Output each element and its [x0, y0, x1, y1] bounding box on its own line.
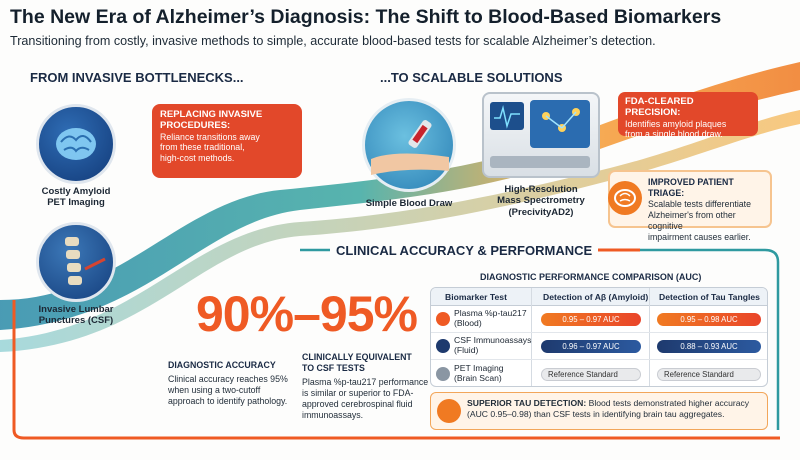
patient-triage-callout: IMPROVED PATIENT TRIAGE: Scalable tests … [608, 170, 772, 242]
table-title: DIAGNOSTIC PERFORMANCE COMPARISON (AUC) [480, 272, 702, 282]
auc-comparison-table: Biomarker Test Detection of Aβ (Amyloid)… [430, 287, 768, 387]
blood-drop-icon [436, 312, 450, 326]
lumbar-caption: Invasive Lumbar Punctures (CSF) [38, 304, 114, 327]
table-row: CSF Immunoassays (Fluid) 0.96 – 0.97 AUC… [431, 333, 767, 360]
lumbar-puncture-illustration [36, 222, 116, 302]
fda-precision-callout: FDA-CLEARED PRECISION: Identifies amyloi… [618, 92, 758, 139]
pet-caption: Costly Amyloid PET Imaging [41, 186, 111, 209]
brain-network-icon [608, 181, 642, 215]
diagnostic-accuracy-block: DIAGNOSTIC ACCURACY Clinical accuracy re… [168, 360, 288, 406]
page-title: The New Era of Alzheimer’s Diagnosis: Th… [10, 6, 722, 28]
tau-auc-pill: 0.95 – 0.98 AUC [657, 313, 761, 326]
mass-spectrometer-illustration [482, 92, 600, 178]
table-header-row [431, 288, 767, 306]
amyloid-reference-pill: Reference Standard [541, 368, 641, 381]
table-row: Plasma %p-tau217 (Blood) 0.95 – 0.97 AUC… [431, 306, 767, 333]
brain-icon [56, 128, 96, 160]
blood-draw-illustration [362, 98, 456, 192]
amyloid-auc-pill: 0.95 – 0.97 AUC [541, 313, 641, 326]
brain-scan-icon [436, 367, 450, 381]
clinically-equivalent-block: CLINICALLY EQUIVALENT TO CSF TESTS Plasm… [302, 352, 429, 420]
clinical-section-heading: CLINICAL ACCURACY & PERFORMANCE [330, 243, 599, 258]
spectrometer-icon [490, 100, 590, 168]
tau-reference-pill: Reference Standard [657, 368, 761, 381]
spine-icon [65, 237, 106, 285]
left-section-heading: FROM INVASIVE BOTTLENECKS... [30, 70, 244, 85]
blood-draw-caption: Simple Blood Draw [365, 198, 453, 209]
superior-tau-note: SUPERIOR TAU DETECTION: Blood tests demo… [430, 392, 768, 430]
pet-imaging-illustration [36, 104, 116, 184]
col-header-biomarker: Biomarker Test [445, 292, 507, 302]
col-header-amyloid: Detection of Aβ (Amyloid) [543, 292, 649, 302]
table-row: PET Imaging (Brain Scan) Reference Stand… [431, 360, 767, 386]
col-header-tau: Detection of Tau Tangles [659, 292, 760, 302]
fluid-vial-icon [436, 339, 450, 353]
syringe-arm-icon [371, 120, 449, 175]
right-section-heading: ...TO SCALABLE SOLUTIONS [380, 70, 563, 85]
page-subtitle: Transitioning from costly, invasive meth… [10, 34, 656, 48]
tau-brain-icon [437, 399, 461, 423]
accuracy-range-value: 90%–95% [196, 286, 418, 342]
amyloid-auc-pill: 0.96 – 0.97 AUC [541, 340, 641, 353]
spectrometry-caption: High-Resolution Mass Spectrometry (Preci… [497, 184, 585, 218]
tau-auc-pill: 0.88 – 0.93 AUC [657, 340, 761, 353]
replacing-procedures-callout: REPLACING INVASIVE PROCEDURES: Reliance … [152, 104, 302, 178]
